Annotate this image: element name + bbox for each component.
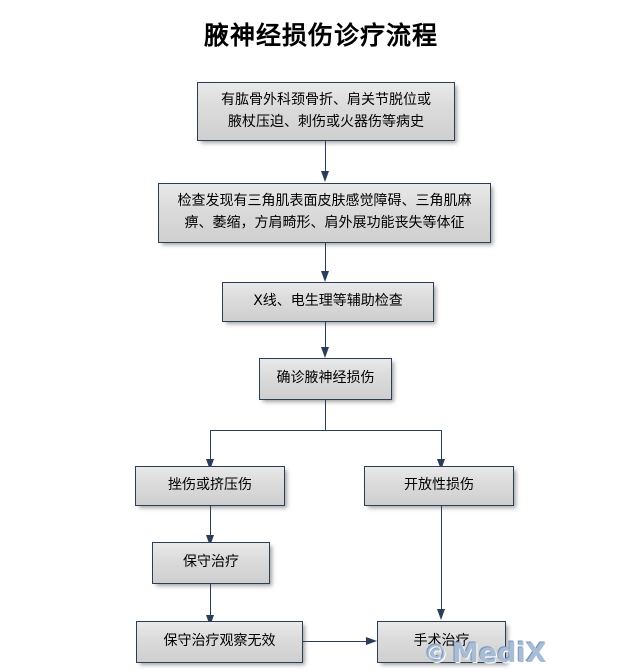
connector-diagnosis-stem (325, 400, 326, 431)
node-auxiliary-tests-label: X线、电生理等辅助检查 (253, 293, 403, 310)
watermark-text: MediX (452, 638, 547, 669)
node-surgical-treatment-label: 手术治疗 (413, 633, 470, 650)
arrowhead-history-to-examination (321, 171, 329, 182)
arrowhead-contusion-to-conservative (206, 535, 214, 546)
connector-auxiliary-to-diagnosis (325, 322, 326, 348)
node-surgical-treatment: 手术治疗 (377, 621, 506, 663)
arrowhead-examination-to-auxiliary (321, 271, 329, 282)
page-title: 腋神经损伤诊疗流程 (203, 21, 438, 50)
node-contusion-or-compression: 挫伤或挤压伤 (135, 466, 285, 506)
arrowhead-diagnosis-to-open-injury (437, 459, 445, 470)
node-history-label: 有肱骨外科颈骨折、肩关节脱位或 腋杖压迫、刺伤或火器伤等病史 (221, 91, 431, 130)
node-conservative-ineffective: 保守治疗观察无效 (136, 621, 303, 663)
connector-conservative-to-ineffective (210, 584, 211, 619)
node-examination-label: 检查发现有三角肌表面皮肤感觉障碍、三角肌麻 痹、萎缩，方肩畸形、肩外展功能丧失等… (177, 193, 472, 231)
arrowhead-auxiliary-to-diagnosis (321, 347, 329, 358)
node-examination: 检查发现有三角肌表面皮肤感觉障碍、三角肌麻 痹、萎缩，方肩畸形、肩外展功能丧失等… (158, 183, 491, 243)
connector-diagnosis-to-open-injury (441, 430, 442, 463)
node-conservative-treatment-label: 保守治疗 (183, 554, 239, 571)
connector-open-injury-to-surgical (441, 506, 442, 612)
arrowhead-diagnosis-to-contusion (206, 459, 214, 470)
arrowhead-ineffective-to-surgical (366, 637, 377, 645)
node-auxiliary-tests: X线、电生理等辅助检查 (222, 282, 434, 322)
connector-diagnosis-to-contusion (210, 430, 211, 463)
watermark: ©MediX (424, 638, 547, 669)
node-history: 有肱骨外科颈骨折、肩关节脱位或 腋杖压迫、刺伤或火器伤等病史 (197, 82, 455, 141)
connector-diagnosis-split (210, 430, 442, 431)
connector-history-to-examination (325, 141, 326, 172)
connector-ineffective-to-surgical (303, 641, 368, 642)
connector-contusion-to-conservative (210, 506, 211, 539)
node-diagnosis: 确诊腋神经损伤 (259, 358, 392, 400)
arrowhead-open-injury-to-surgical (437, 609, 445, 620)
arrowhead-conservative-to-ineffective (206, 615, 214, 626)
node-conservative-ineffective-label: 保守治疗观察无效 (163, 633, 276, 650)
connector-examination-to-auxiliary (325, 243, 326, 272)
node-open-injury: 开放性损伤 (364, 466, 514, 506)
node-conservative-treatment: 保守治疗 (152, 542, 270, 584)
copyright-icon: © (424, 640, 448, 668)
node-open-injury-label: 开放性损伤 (404, 477, 474, 494)
node-contusion-or-compression-label: 挫伤或挤压伤 (168, 477, 252, 494)
node-diagnosis-label: 确诊腋神经损伤 (276, 370, 375, 387)
